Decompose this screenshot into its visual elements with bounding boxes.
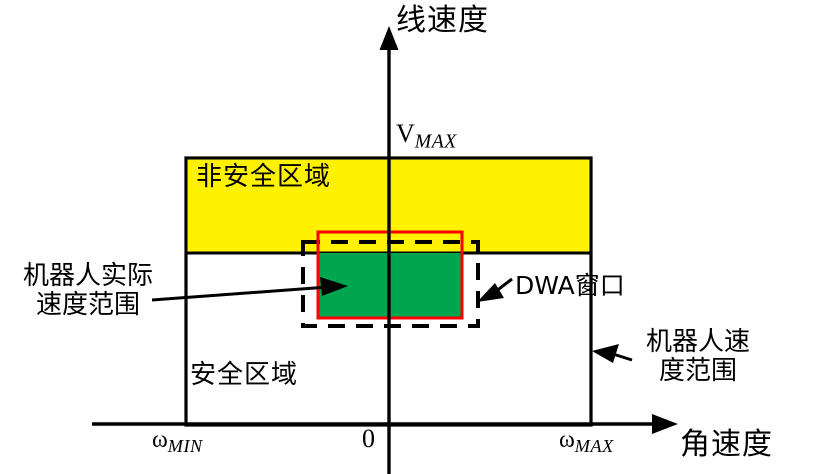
v-max-symbol: V <box>396 119 415 148</box>
v-max-subscript: MAX <box>414 130 457 153</box>
safe-region-label: 安全区域 <box>190 360 299 390</box>
robot-actual-range-leader <box>151 285 329 302</box>
x-tick-label-zero: 0 <box>362 424 375 453</box>
y-axis-arrowhead <box>379 26 399 50</box>
robot-speed-range-label: 机器人速 度范围 <box>645 327 750 387</box>
dwa-window-arrowhead <box>477 283 504 302</box>
v-max-label: VMAX <box>396 119 457 153</box>
x-axis-arrowhead <box>652 414 678 434</box>
dwa-window-label: DWA窗口 <box>515 271 625 300</box>
wmax-subscript: MAX <box>574 436 614 457</box>
x-axis-title: 角速度 <box>680 427 773 462</box>
x-tick-label-wmax: ωMAX <box>559 427 614 457</box>
robot-actual-range-arrowhead <box>320 277 348 296</box>
y-axis-title: 线速度 <box>396 3 489 38</box>
wmin-symbol: ω <box>152 427 168 453</box>
robot-speed-range-leader <box>612 352 633 362</box>
zero-symbol: 0 <box>362 424 375 453</box>
wmin-subscript: MIN <box>167 436 203 457</box>
unsafe-region-label: 非安全区域 <box>196 162 332 192</box>
robot-speed-range-arrowhead <box>592 344 619 363</box>
robot-actual-range-label: 机器人实际 速度范围 <box>22 261 153 321</box>
x-tick-label-wmin: ωMIN <box>152 427 203 457</box>
wmax-symbol: ω <box>559 427 575 453</box>
